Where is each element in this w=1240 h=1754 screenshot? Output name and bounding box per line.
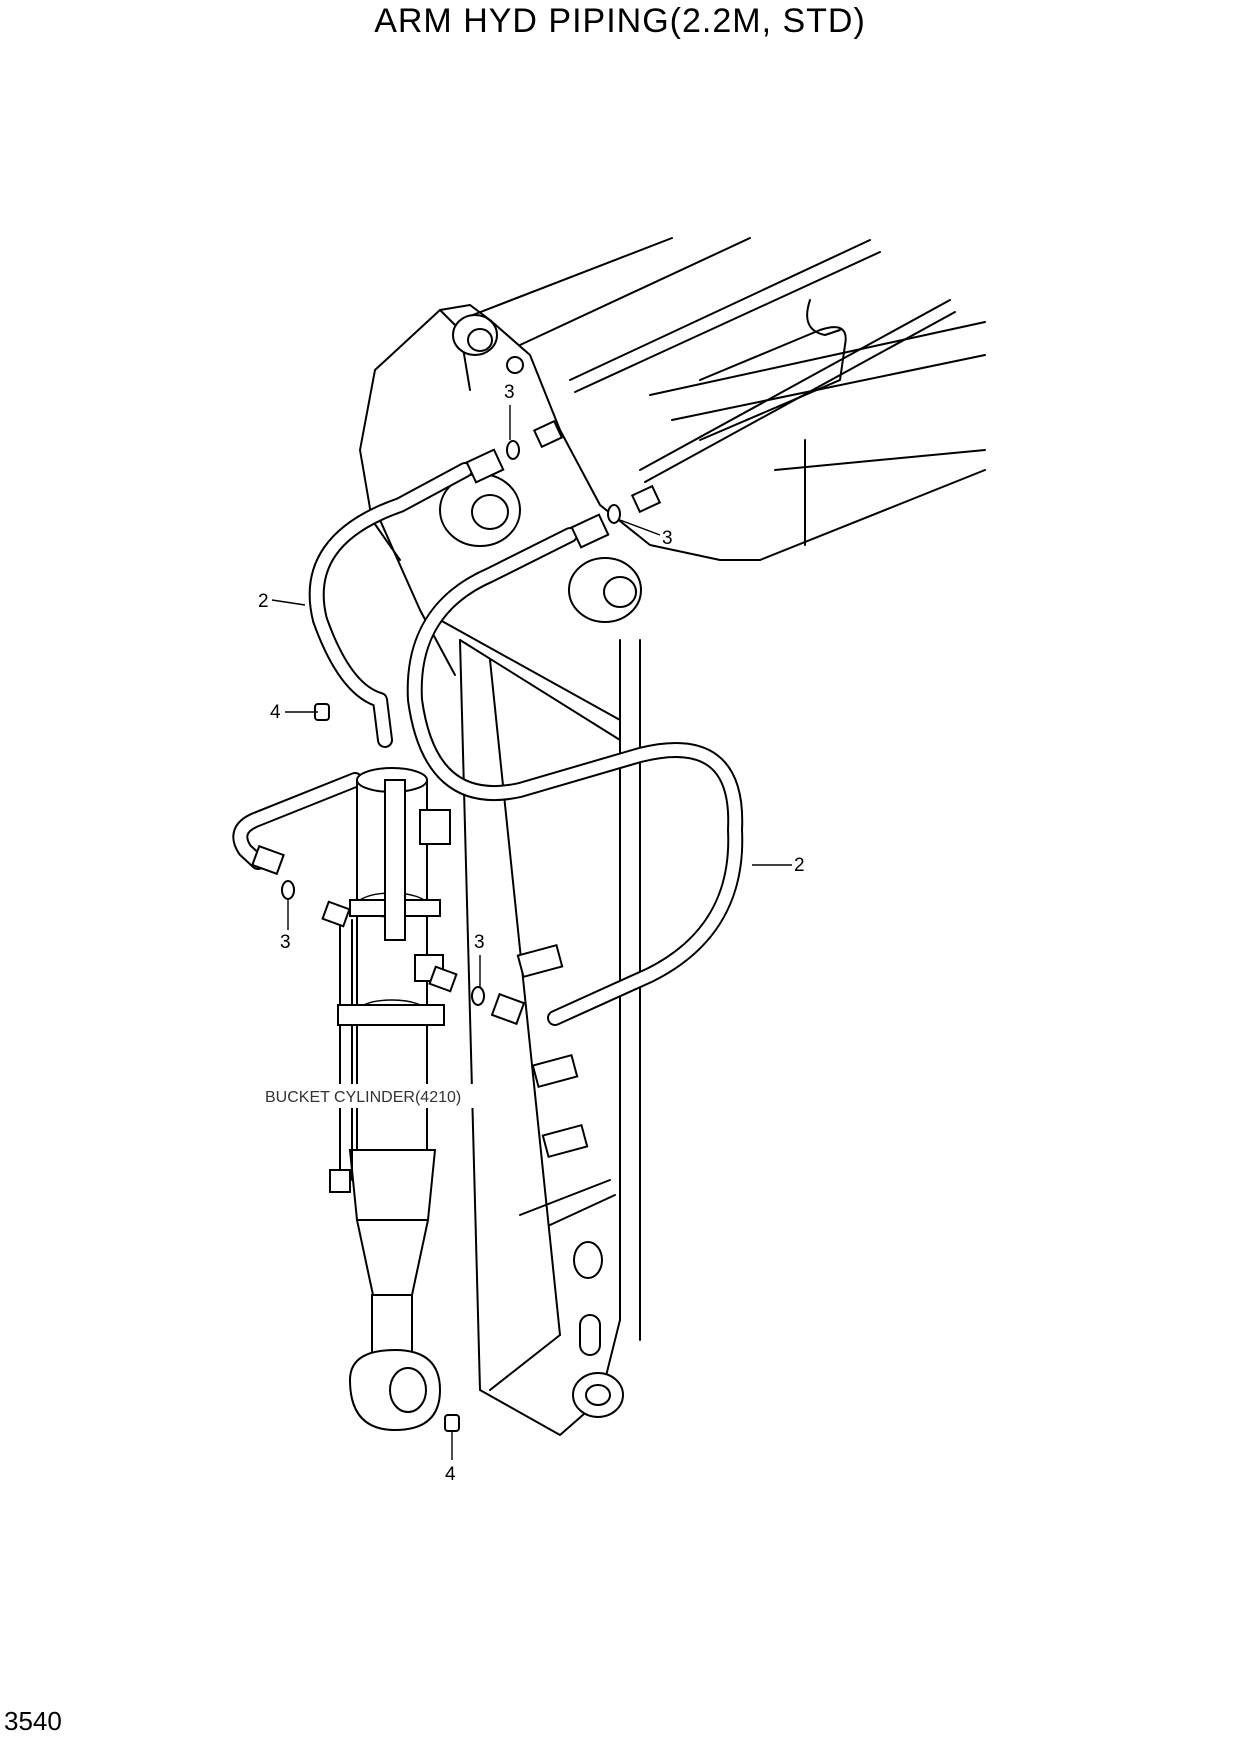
callout-4-lower: 4 — [445, 1464, 456, 1485]
boom-structure — [464, 237, 986, 561]
leader-lines — [271, 405, 792, 1460]
fittings — [321, 419, 662, 1026]
arm-brackets — [516, 943, 589, 1159]
note-backing — [262, 1084, 480, 1108]
diagram-title: ARM HYD PIPING(2.2M, STD) — [374, 2, 866, 40]
callout-3-left: 3 — [280, 932, 291, 953]
o-rings — [281, 440, 621, 1006]
callout-3-top: 3 — [504, 382, 515, 403]
hose-left-loop — [308, 448, 505, 748]
callout-3-mid: 3 — [474, 932, 485, 953]
callout-3-right: 3 — [662, 528, 673, 549]
hose-right-loop — [406, 513, 744, 1026]
callout-2-left: 2 — [258, 591, 269, 612]
left-pipe — [232, 772, 363, 876]
callout-4-upper: 4 — [270, 702, 281, 723]
callout-2-right: 2 — [794, 855, 805, 876]
page-number: 3540 — [4, 1706, 62, 1736]
arm-pivot-bosses — [439, 314, 642, 1418]
bucket-cylinder-label: BUCKET CYLINDER(4210) — [265, 1089, 461, 1106]
arm-body — [359, 304, 761, 1436]
